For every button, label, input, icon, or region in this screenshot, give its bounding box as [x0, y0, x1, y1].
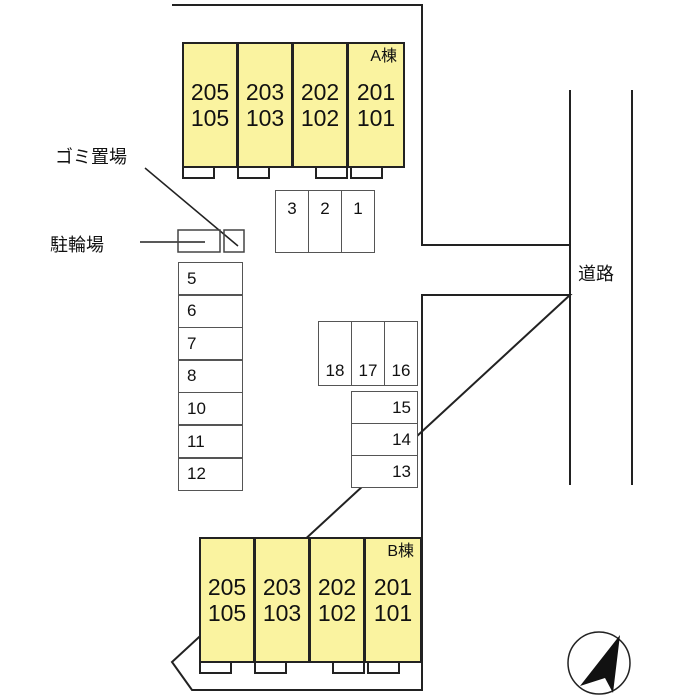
parking-space: 17 — [351, 321, 385, 386]
parking-number: 8 — [187, 366, 197, 386]
parking-number: 12 — [187, 464, 206, 484]
unit-number-lower: 103 — [245, 105, 285, 131]
balcony — [182, 166, 215, 179]
parking-space: 11 — [178, 425, 243, 458]
parking-space: 16 — [384, 321, 418, 386]
parking-space: 3 — [275, 190, 309, 253]
balcony — [254, 661, 287, 674]
parking-space: 14 — [351, 423, 418, 456]
parking-number: 14 — [392, 429, 411, 449]
unit-number-lower: 101 — [356, 105, 396, 131]
parking-number: 1 — [353, 199, 363, 218]
parking-number: 17 — [358, 361, 378, 380]
unit-number-upper: 205 — [190, 79, 230, 105]
parking-space: 15 — [351, 391, 418, 424]
balcony — [332, 661, 365, 674]
parking-number: 15 — [392, 397, 411, 417]
unit-number-lower: 102 — [317, 600, 357, 626]
trash-leader-line — [144, 167, 239, 247]
parking-number: 16 — [391, 361, 411, 380]
unit-number-upper: 201 — [356, 79, 396, 105]
building-name: A棟 — [370, 48, 397, 65]
parking-space: 13 — [351, 455, 418, 488]
unit-number-lower: 103 — [262, 600, 302, 626]
balcony — [350, 166, 383, 179]
balcony — [199, 661, 232, 674]
parking-number: 10 — [187, 398, 206, 418]
balcony — [367, 661, 400, 674]
unit-number-upper: 203 — [262, 574, 302, 600]
unit-number-lower: 101 — [373, 600, 413, 626]
parking-space: 5 — [178, 262, 243, 295]
parking-space: 6 — [178, 294, 243, 328]
unit-number-upper: 202 — [317, 574, 357, 600]
parking-space: 18 — [318, 321, 352, 386]
bicycle-parking-area — [177, 229, 221, 253]
compass-icon — [567, 631, 631, 695]
parking-number: 13 — [392, 461, 411, 481]
parking-number: 7 — [187, 333, 197, 353]
parking-space: 7 — [178, 327, 243, 361]
trash-label: ゴミ置場 — [55, 147, 127, 167]
unit-number-upper: 201 — [373, 574, 413, 600]
unit-number-upper: 203 — [245, 79, 285, 105]
parking-space: 1 — [341, 190, 375, 253]
parking-number: 3 — [287, 199, 297, 218]
bicycle-label: 駐輪場 — [50, 235, 104, 255]
parking-space: 10 — [178, 392, 243, 426]
parking-space: 2 — [308, 190, 342, 253]
balcony — [315, 166, 348, 179]
parking-number: 5 — [187, 268, 197, 288]
parking-number: 11 — [187, 431, 205, 451]
balcony — [237, 166, 270, 179]
building-name: B棟 — [387, 543, 414, 560]
parking-number: 2 — [320, 199, 330, 218]
unit-number-lower: 105 — [207, 600, 247, 626]
parking-number: 18 — [325, 361, 345, 380]
unit-number-upper: 205 — [207, 574, 247, 600]
unit-number-lower: 105 — [190, 105, 230, 131]
unit-number-lower: 102 — [300, 105, 340, 131]
road-label: 道路 — [578, 258, 614, 288]
unit-number-upper: 202 — [300, 79, 340, 105]
trash-area — [223, 229, 245, 253]
parking-space: 8 — [178, 359, 243, 393]
parking-space: 12 — [178, 457, 243, 491]
parking-number: 6 — [187, 301, 197, 321]
